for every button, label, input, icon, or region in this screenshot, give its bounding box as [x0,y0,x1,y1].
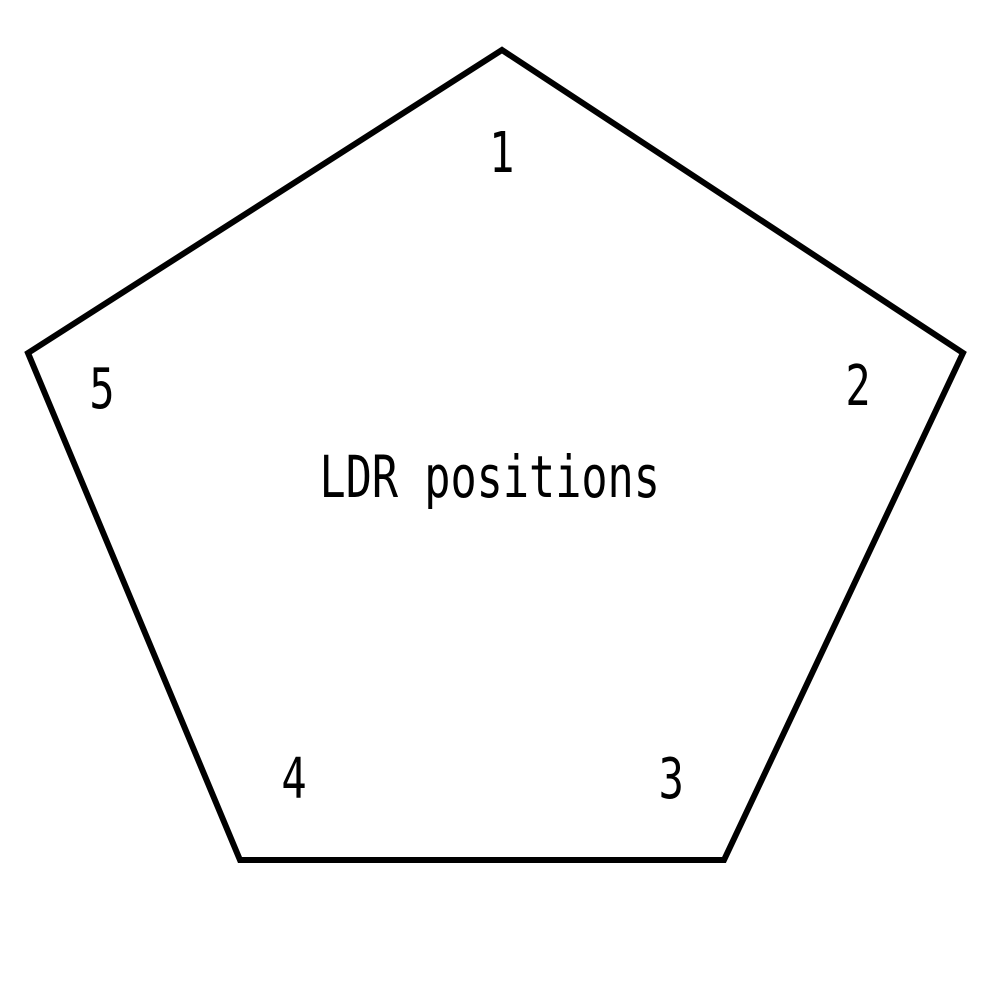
position-label-2: 2 [845,353,870,419]
position-label-1: 1 [489,120,514,186]
pentagon-outline [24,46,967,863]
position-label-5: 5 [89,356,114,422]
position-label-3: 3 [659,746,684,812]
diagram-title: LDR positions [320,444,660,512]
position-label-4: 4 [281,746,306,812]
